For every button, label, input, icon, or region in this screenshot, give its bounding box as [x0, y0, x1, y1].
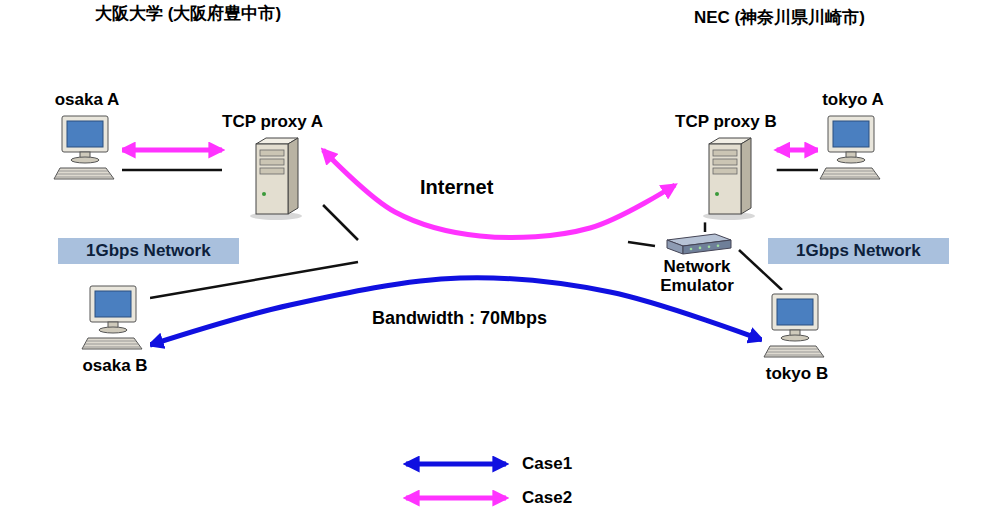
computer-node: osaka A	[52, 90, 122, 184]
internet-cloud: InternetBandwidth : 70Mbps	[358, 150, 628, 382]
network-link	[628, 242, 655, 246]
device-label: osaka B	[82, 356, 147, 376]
network-band: 1Gbps Network	[768, 238, 949, 264]
region-title: 大阪大学 (大阪府豊中市)	[95, 4, 281, 24]
network-link	[122, 169, 222, 172]
legend-entry: Case1	[398, 452, 572, 476]
computer-icon	[762, 290, 832, 362]
device-label: tokyo A	[822, 90, 884, 110]
cloud-label: Internet	[420, 175, 493, 199]
legend-arrow-sample	[398, 452, 514, 476]
band-label: 1Gbps Network	[796, 241, 921, 261]
network-emulator-node: Network Emulator	[655, 232, 739, 295]
flow-arrow	[323, 150, 675, 238]
nec-region: NEC (神奈川県川崎市) TCP proxy B tokyo A Network E…	[542, 8, 982, 444]
region-title: NEC (神奈川県川崎市)	[694, 8, 865, 28]
network-link	[323, 205, 358, 240]
network-band: 1Gbps Network	[58, 238, 239, 264]
legend-entry: Case2	[398, 486, 572, 510]
server-icon	[240, 134, 306, 222]
computer-node: tokyo A	[818, 90, 888, 184]
device-label: TCP proxy B	[675, 112, 777, 132]
device-label: osaka A	[55, 90, 120, 110]
network-link	[777, 169, 818, 172]
flow-arrow	[122, 148, 222, 153]
computer-node: tokyo B	[762, 290, 832, 384]
emulator-icon	[661, 232, 733, 256]
device-label: Network Emulator	[655, 258, 739, 295]
device-label: TCP proxy A	[222, 112, 323, 132]
proxy-server-node: TCP proxy A	[222, 112, 323, 222]
device-label: tokyo B	[766, 364, 828, 384]
legend-text: Case2	[522, 488, 572, 508]
band-label: 1Gbps Network	[86, 241, 211, 261]
flow-arrow	[777, 148, 818, 153]
computer-node: osaka B	[80, 282, 150, 376]
network-link	[150, 262, 358, 298]
legend-text: Case1	[522, 454, 572, 474]
computer-icon	[818, 112, 888, 184]
proxy-server-node: TCP proxy B	[675, 112, 777, 222]
cloud-label: Bandwidth : 70Mbps	[372, 308, 547, 330]
computer-icon	[52, 112, 122, 184]
server-icon	[693, 134, 759, 222]
osaka-region: 大阪大学 (大阪府豊中市) osaka A TCP proxy A 1Gbps Net…	[0, 4, 448, 444]
legend-arrow-sample	[398, 486, 514, 510]
network-link	[704, 222, 707, 232]
computer-icon	[80, 282, 150, 354]
